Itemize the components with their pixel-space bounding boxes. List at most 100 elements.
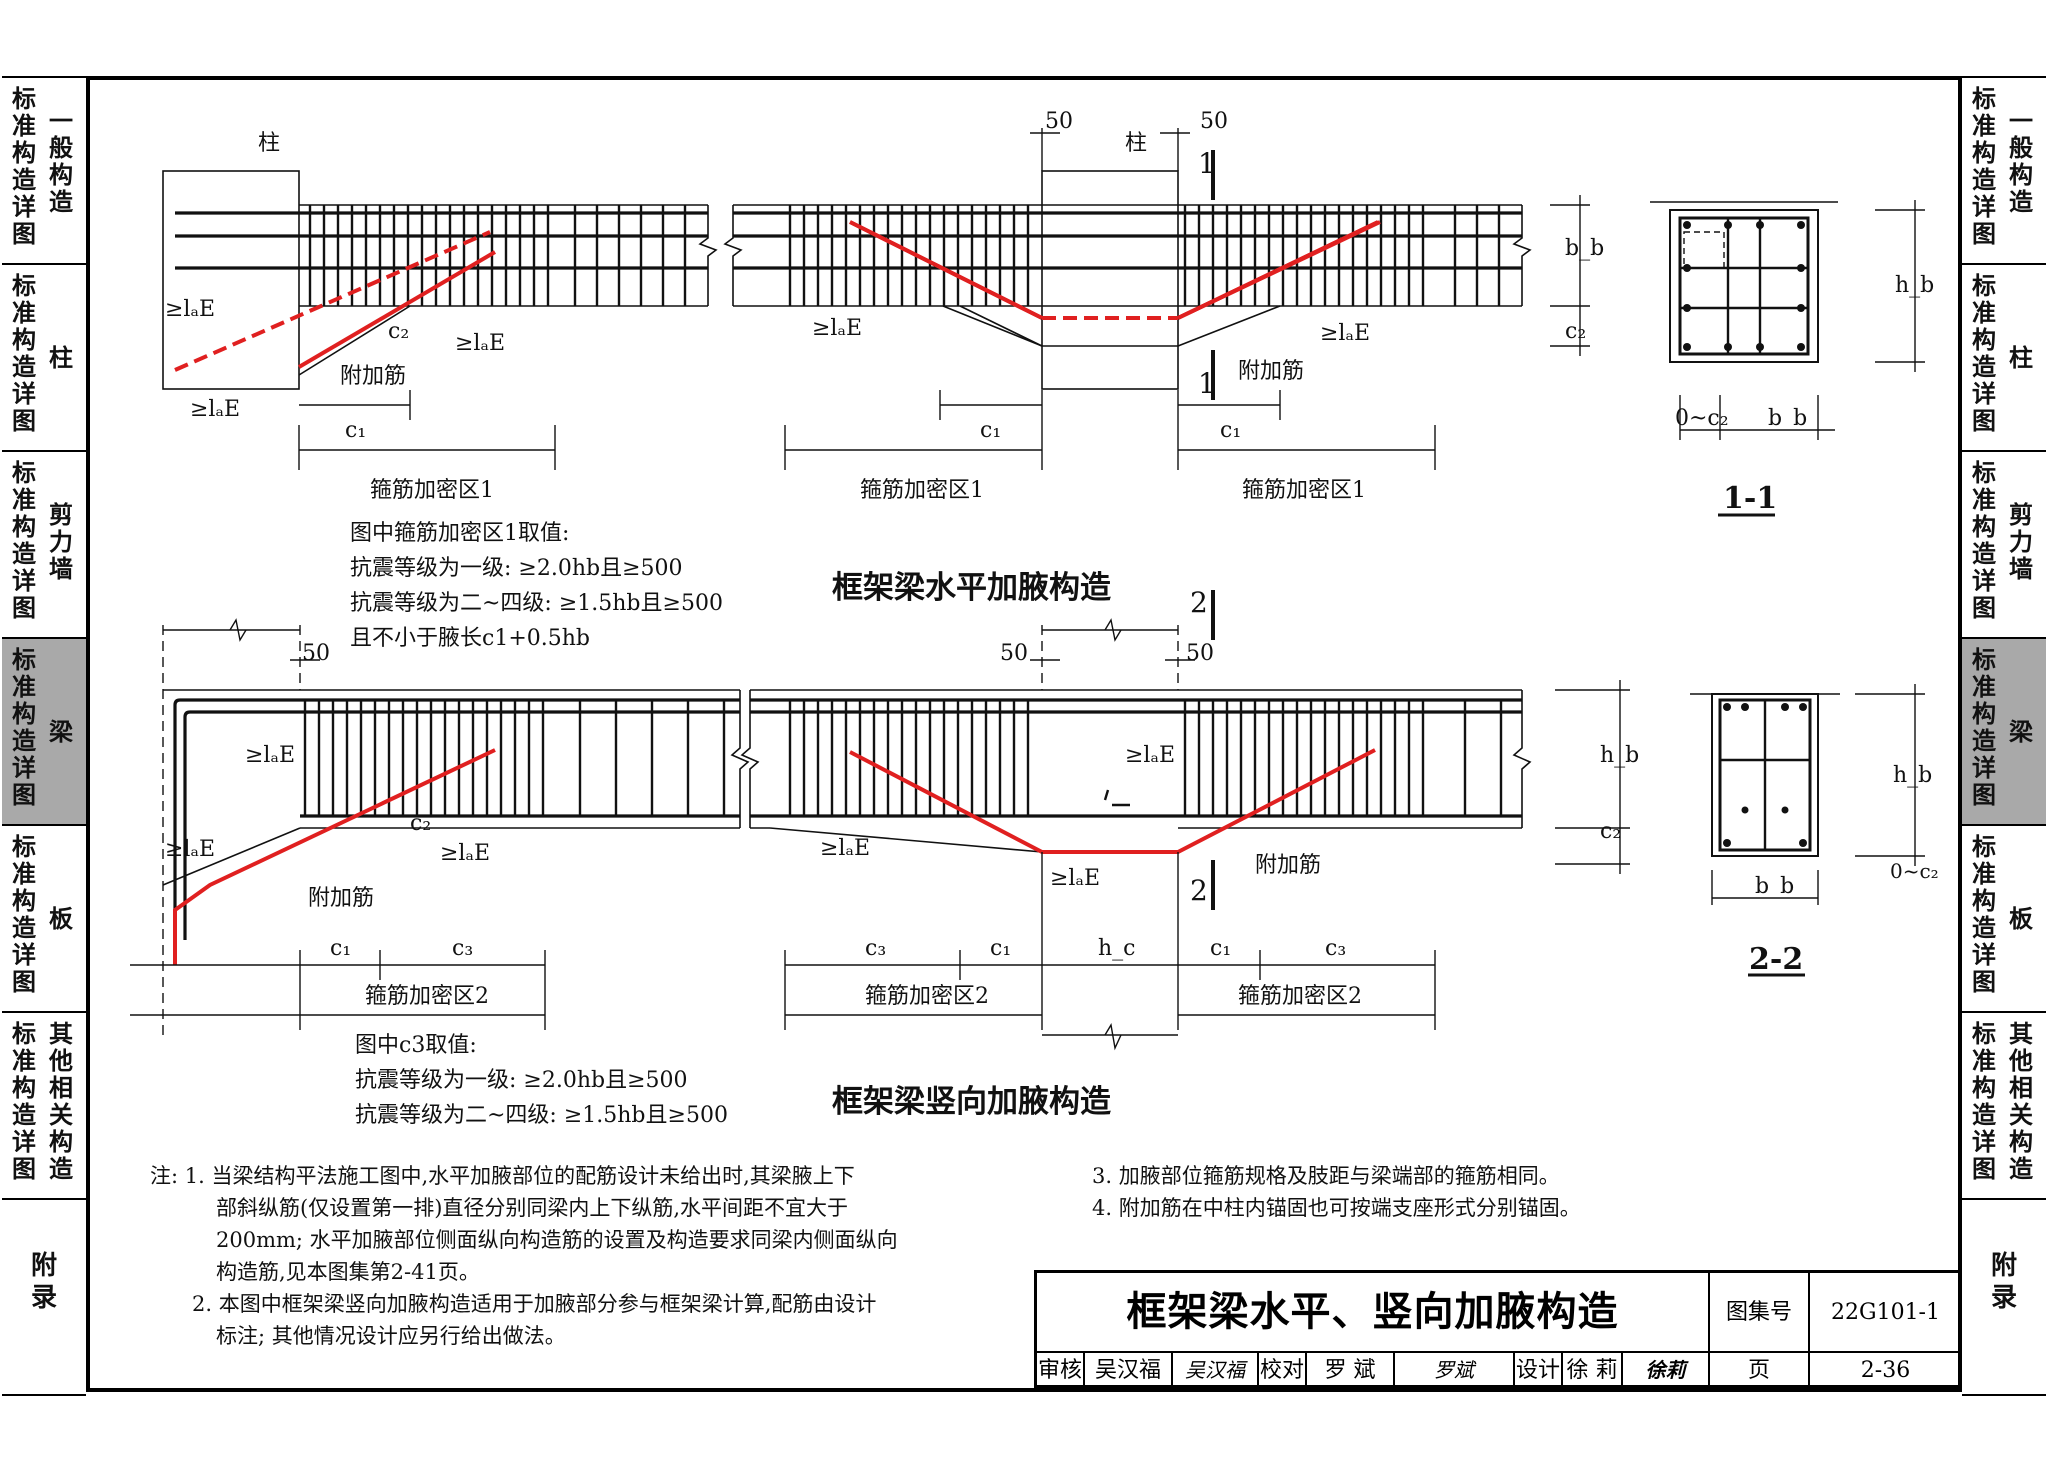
side-tab-3[interactable]: 标准构造详图梁 bbox=[1962, 639, 2046, 826]
side-tab-1[interactable]: 标准构造详图柱 bbox=[1962, 265, 2046, 452]
top-red-bars bbox=[174, 220, 1381, 372]
top-c2-label: c₂ bbox=[388, 319, 409, 344]
side-tab-0[interactable]: 标准构造详图一般构造 bbox=[2, 78, 86, 265]
side-tab-2[interactable]: 标准构造详图剪力墙 bbox=[1962, 452, 2046, 639]
bot-c1-3: c₁ bbox=[1210, 936, 1231, 961]
bottom-red-bars bbox=[173, 748, 1376, 965]
bot-extra-bar-label-2: 附加筋 bbox=[1255, 853, 1321, 878]
designer-signature: 徐莉 bbox=[1623, 1353, 1710, 1388]
side-tab-section: 柱 bbox=[49, 344, 73, 372]
top-extra-bar-label-2: 附加筋 bbox=[1238, 359, 1304, 384]
top-c2-side: c₂ bbox=[1565, 319, 1586, 344]
top-zone-1: 箍筋加密区1 bbox=[370, 478, 494, 503]
s1-range: 0~c₂ bbox=[1675, 406, 1729, 431]
side-tab-section: 其他相关构造 bbox=[2009, 1020, 2033, 1183]
side-tab-6[interactable]: 附录 bbox=[2, 1200, 86, 1393]
top-zone-3: 箍筋加密区1 bbox=[1242, 478, 1366, 503]
bot-lae-2: ≥lₐE bbox=[165, 837, 215, 862]
top-diagram bbox=[162, 128, 1590, 470]
side-tab-category: 标准构造详图 bbox=[12, 459, 36, 622]
side-tab-section: 附录 bbox=[30, 1251, 57, 1313]
section-1-1 bbox=[1650, 200, 1925, 517]
bot-c2-side: c₂ bbox=[1600, 819, 1621, 844]
top-dim-50-left: 50 bbox=[1045, 109, 1073, 134]
side-tab-section: 一般构造 bbox=[2009, 107, 2033, 216]
bot-dim-50-3: 50 bbox=[1186, 641, 1214, 666]
reviewer-name: 吴汉福 bbox=[1085, 1353, 1173, 1388]
note-line: 注: 1. 当梁结构平法施工图中,水平加腋部位的配筋设计未给出时,其梁腋上下 bbox=[150, 1164, 855, 1188]
side-tab-category: 标准构造详图 bbox=[12, 272, 36, 435]
top-left-column bbox=[162, 170, 300, 390]
top-lae-2: ≥lₐE bbox=[190, 397, 240, 422]
side-tab-6[interactable]: 附录 bbox=[1962, 1200, 2046, 1393]
atlas-label: 图集号 bbox=[1710, 1273, 1810, 1353]
notes-left: 注: 1. 当梁结构平法施工图中,水平加腋部位的配筋设计未给出时,其梁腋上下 部… bbox=[150, 1160, 1010, 1352]
top-beam-stirrups bbox=[308, 205, 1501, 306]
bot-zone-1: 箍筋加密区2 bbox=[365, 984, 489, 1009]
side-tab-3[interactable]: 标准构造详图梁 bbox=[2, 639, 86, 826]
top-left-column-label: 柱 bbox=[258, 131, 280, 156]
side-tab-section: 剪力墙 bbox=[2009, 501, 2033, 583]
atlas-number: 22G101-1 bbox=[1810, 1273, 1961, 1353]
s1-bb: b_b bbox=[1768, 406, 1807, 431]
side-tab-5[interactable]: 标准构造详图其他相关构造 bbox=[1962, 1013, 2046, 1200]
bot-section-mark-upper: 2 bbox=[1190, 586, 1208, 619]
s2-bb: b_b bbox=[1755, 874, 1794, 899]
note-line: 部斜纵筋(仅设置第一排)直径分别同梁内上下纵筋,水平间距不宜大于 bbox=[216, 1196, 849, 1220]
bot-lae-6: ≥lₐE bbox=[1125, 743, 1175, 768]
s2-range: 0~c₂ bbox=[1890, 859, 1939, 883]
top-lae-4: ≥lₐE bbox=[812, 316, 862, 341]
reviewer-signature: 吴汉福 bbox=[1173, 1353, 1259, 1388]
bottom-beam-stirrups bbox=[303, 700, 1503, 816]
side-tab-category: 标准构造详图 bbox=[1972, 85, 1996, 248]
side-tab-section: 其他相关构造 bbox=[49, 1020, 73, 1183]
bottom-diagram bbox=[130, 590, 1630, 1051]
top-c1-1: c₁ bbox=[345, 418, 366, 443]
bot-section-mark-lower: 2 bbox=[1190, 874, 1208, 907]
side-tab-category: 标准构造详图 bbox=[1972, 646, 1996, 809]
side-tab-4[interactable]: 标准构造详图板 bbox=[2, 826, 86, 1013]
top-diagram-title: 框架梁水平加腋构造 bbox=[832, 570, 1111, 606]
design-label: 设计 bbox=[1515, 1353, 1563, 1388]
top-note-line-3: 抗震等级为二~四级: ≥1.5hb且≥500 bbox=[350, 591, 723, 616]
side-tab-category: 标准构造详图 bbox=[12, 833, 36, 996]
note-line: 4. 附加筋在中柱内锚固也可按端支座形式分别锚固。 bbox=[1092, 1196, 1581, 1220]
bot-hc: h_c bbox=[1098, 936, 1136, 961]
top-longitudinal-bars bbox=[175, 211, 1522, 270]
section-rebar-dots bbox=[1683, 221, 1807, 847]
page-number: 2-36 bbox=[1860, 1358, 1911, 1383]
side-tab-section: 柱 bbox=[2009, 344, 2033, 372]
note-line: 标注; 其他情况设计应另行给出做法。 bbox=[216, 1324, 566, 1348]
bot-dim-50-2: 50 bbox=[1000, 641, 1028, 666]
top-section-mark-upper: 1 bbox=[1198, 147, 1216, 180]
page-label: 页 bbox=[1710, 1353, 1810, 1388]
side-tab-5[interactable]: 标准构造详图其他相关构造 bbox=[2, 1013, 86, 1200]
side-tab-2[interactable]: 标准构造详图剪力墙 bbox=[2, 452, 86, 639]
side-tab-section: 梁 bbox=[49, 718, 73, 746]
section-2-2 bbox=[1690, 684, 1925, 977]
checker-name: 罗 斌 bbox=[1307, 1353, 1395, 1388]
side-tab-section: 附录 bbox=[1990, 1251, 2017, 1313]
drawing-frame bbox=[86, 76, 1962, 1392]
bot-lae-1: ≥lₐE bbox=[245, 743, 295, 768]
note-line: 200mm; 水平加腋部位侧面纵向构造筋的设置及构造要求同梁内侧面纵向 bbox=[216, 1228, 898, 1252]
bot-extra-bar-label: 附加筋 bbox=[308, 886, 374, 911]
note-line: 构造筋,见本图集第2-41页。 bbox=[216, 1260, 480, 1284]
top-section-mark-lower: 1 bbox=[1198, 367, 1216, 400]
note-line: 2. 本图中框架梁竖向加腋构造适用于加腋部分参与框架梁计算,配筋由设计 bbox=[192, 1292, 877, 1316]
top-dimensions bbox=[298, 128, 1590, 470]
side-tab-category: 标准构造详图 bbox=[1972, 833, 1996, 996]
side-tab-category: 标准构造详图 bbox=[1972, 459, 1996, 622]
side-tab-4[interactable]: 标准构造详图板 bbox=[1962, 826, 2046, 1013]
bottom-dimensions bbox=[130, 659, 1630, 1051]
top-lae-5: ≥lₐE bbox=[1320, 321, 1370, 346]
title-block-title: 框架梁水平、竖向加腋构造 bbox=[1037, 1273, 1710, 1353]
side-tab-category: 标准构造详图 bbox=[12, 85, 36, 248]
s1-hb: h_b bbox=[1895, 273, 1934, 298]
bot-zone-2: 箍筋加密区2 bbox=[865, 984, 989, 1009]
s2-hb: h_b bbox=[1893, 763, 1932, 788]
bot-hb-side: h_b bbox=[1600, 743, 1639, 768]
notes-right: 3. 加腋部位箍筋规格及肢距与梁端部的箍筋相同。 4. 附加筋在中柱内锚固也可按… bbox=[1092, 1160, 1952, 1224]
side-tab-0[interactable]: 标准构造详图一般构造 bbox=[1962, 78, 2046, 265]
side-tab-1[interactable]: 标准构造详图柱 bbox=[2, 265, 86, 452]
